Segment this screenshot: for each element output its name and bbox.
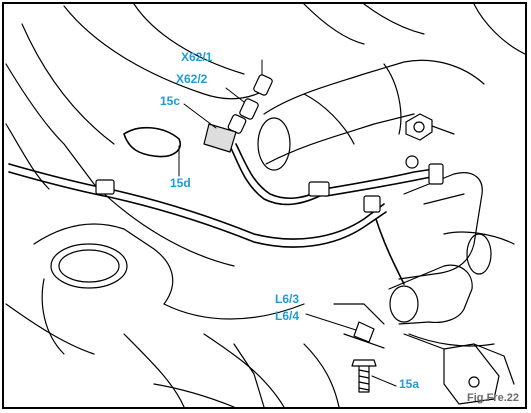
crossmember — [5, 223, 305, 407]
body-panel — [5, 4, 525, 267]
leader-15a — [371, 375, 397, 387]
leader-l6 — [305, 313, 357, 331]
harness-clips — [95, 163, 444, 213]
callout-15c: 15c — [160, 94, 181, 108]
callout-x62-1: X62/1 — [181, 50, 213, 64]
bolt-15a — [343, 321, 385, 393]
diagram-frame: X62/1 X62/2 15c 15d L6/3 L6/4 15a Fig.Fr… — [2, 2, 527, 409]
leader-x62-2 — [225, 87, 245, 103]
bolt-upper — [405, 113, 455, 169]
mount-bracket — [403, 333, 500, 405]
exhaust-pipe — [257, 59, 485, 171]
callout-x62-2: X62/2 — [176, 72, 208, 86]
leader-lines — [178, 59, 397, 387]
callout-15d: 15d — [170, 176, 191, 190]
callout-l6-4: L6/4 — [275, 309, 300, 323]
exploded-view-illustration — [5, 4, 525, 407]
connector-stack — [203, 74, 273, 153]
shaft-assembly — [388, 172, 515, 385]
leader-15c — [183, 103, 217, 129]
lower-structure — [153, 303, 385, 407]
callout-15a: 15a — [399, 377, 420, 391]
callout-l6-3: L6/3 — [275, 292, 300, 306]
figure-label: Fig.Fre.22 — [467, 392, 519, 404]
